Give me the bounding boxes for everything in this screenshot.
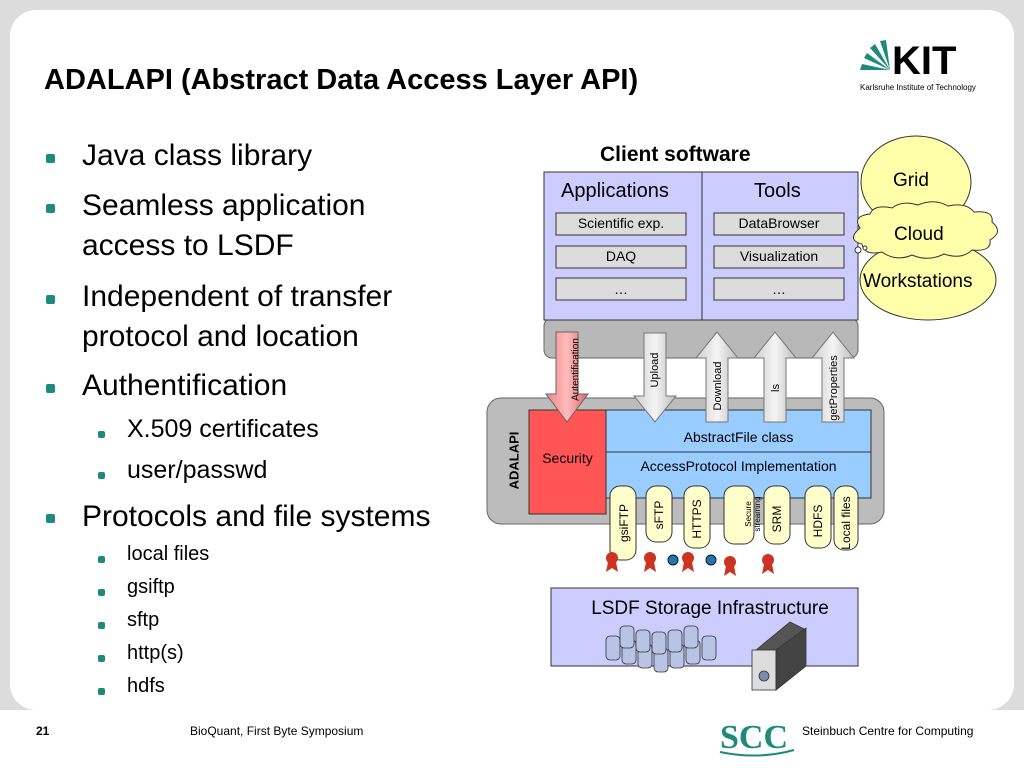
- bullet-text: protocol and location: [82, 320, 359, 353]
- grid-label: Grid: [893, 170, 929, 191]
- getproperties-label: getProperties: [828, 355, 840, 421]
- sub-bullet-marker: [98, 622, 105, 629]
- sub-bullet-marker: [98, 688, 105, 695]
- sub-bullet-text: hdfs: [127, 675, 165, 697]
- download-label: Download: [712, 361, 724, 411]
- server-rack-icon: [751, 621, 807, 691]
- tool-item-databrowser: DataBrowser: [738, 215, 820, 231]
- applications-label: Applications: [561, 180, 669, 202]
- upload-arrow: [632, 332, 678, 423]
- scc-logo-text: SCC: [720, 719, 788, 756]
- tool-item-more: …: [772, 281, 786, 297]
- bullet-marker: [46, 514, 55, 523]
- sub-bullet-marker: [98, 472, 105, 479]
- cloud-shape: [853, 201, 998, 259]
- workstations-label: Workstations: [863, 271, 973, 292]
- protocol-hdfs: HDFS: [811, 504, 825, 538]
- sub-bullet-text: http(s): [127, 642, 184, 664]
- bullet-text: Java class library: [82, 139, 313, 172]
- bullet-text: Authentification: [82, 369, 288, 402]
- bullet-text: Protocols and file systems: [82, 500, 431, 533]
- protocol-secure-streaming: Secure streaming: [744, 496, 762, 532]
- tool-item-visualization: Visualization: [739, 248, 819, 264]
- protocol-srm: SRM: [770, 505, 784, 533]
- sub-bullet-marker: [98, 556, 105, 563]
- security-label: Security: [542, 450, 593, 466]
- bullet-marker: [46, 384, 55, 393]
- app-item-daq: DAQ: [605, 248, 637, 264]
- centre-name: Steinbuch Centre for Computing: [802, 724, 974, 738]
- abstract-file-label: AbstractFile class: [683, 429, 794, 445]
- protocol-gsiftp: gsiFTP: [617, 504, 631, 543]
- footer: 21 BioQuant, First Byte Symposium SCC St…: [0, 710, 1024, 768]
- sub-bullet-marker: [98, 431, 105, 438]
- app-item-scientific: Scientific exp.: [577, 215, 665, 231]
- bullet-marker: [46, 154, 55, 163]
- sub-bullet-text: local files: [127, 543, 210, 565]
- autentification-label: Autentification: [570, 338, 582, 401]
- certificate-seals: [606, 552, 774, 576]
- sub-bullet-text: X.509 certificates: [127, 415, 319, 443]
- ls-label: ls: [770, 384, 782, 392]
- autentification-arrow: [545, 331, 589, 423]
- kit-logo: KIT Karlsruhe Institute of Technology: [860, 39, 976, 92]
- app-items: [555, 212, 845, 301]
- tools-label: Tools: [754, 180, 801, 202]
- storage-label: LSDF Storage Infrastructure: [591, 598, 829, 619]
- bullet-marker: [46, 295, 55, 304]
- client-software-label: Client software: [600, 143, 751, 166]
- scc-logo: SCC: [719, 719, 795, 757]
- page-title: ADALAPI (Abstract Data Access Layer API): [44, 64, 639, 96]
- bullet-text: access to LSDF: [82, 229, 294, 262]
- bullet-text: Seamless application: [82, 189, 366, 222]
- sub-bullet-text: user/passwd: [127, 456, 268, 484]
- download-arrow: [694, 331, 740, 423]
- sub-bullet-text: gsiftp: [127, 576, 175, 598]
- page-number: 21: [36, 724, 50, 738]
- adalapi-label: ADALAPI: [506, 431, 522, 490]
- sub-bullet-text: sftp: [127, 609, 160, 631]
- bullet-text: Independent of transfer: [82, 280, 393, 313]
- protocol-local-files: Local files: [839, 496, 853, 550]
- bullet-marker: [46, 204, 55, 213]
- sub-bullet-marker: [98, 655, 105, 662]
- kit-logo-text: KIT: [892, 39, 956, 83]
- app-item-more: …: [614, 281, 628, 297]
- sub-bullet-marker: [98, 589, 105, 596]
- kit-logo-subtitle: Karlsruhe Institute of Technology: [860, 83, 976, 92]
- cloud-label: Cloud: [894, 224, 944, 245]
- ls-arrow: [752, 331, 798, 423]
- upload-label: Upload: [649, 352, 661, 388]
- getproperties-arrow: [810, 331, 856, 423]
- disk-array-icon: [605, 625, 717, 673]
- protocol-https: HTTPS: [690, 499, 704, 539]
- slide: ADALAPI (Abstract Data Access Layer API)…: [10, 10, 1014, 710]
- protocol-sftp: sFTP: [652, 500, 666, 530]
- protocol-tubes: [609, 485, 859, 561]
- access-protocol-label: AccessProtocol Implementation: [640, 458, 837, 474]
- architecture-diagram: [486, 135, 998, 691]
- event-name: BioQuant, First Byte Symposium: [190, 724, 364, 738]
